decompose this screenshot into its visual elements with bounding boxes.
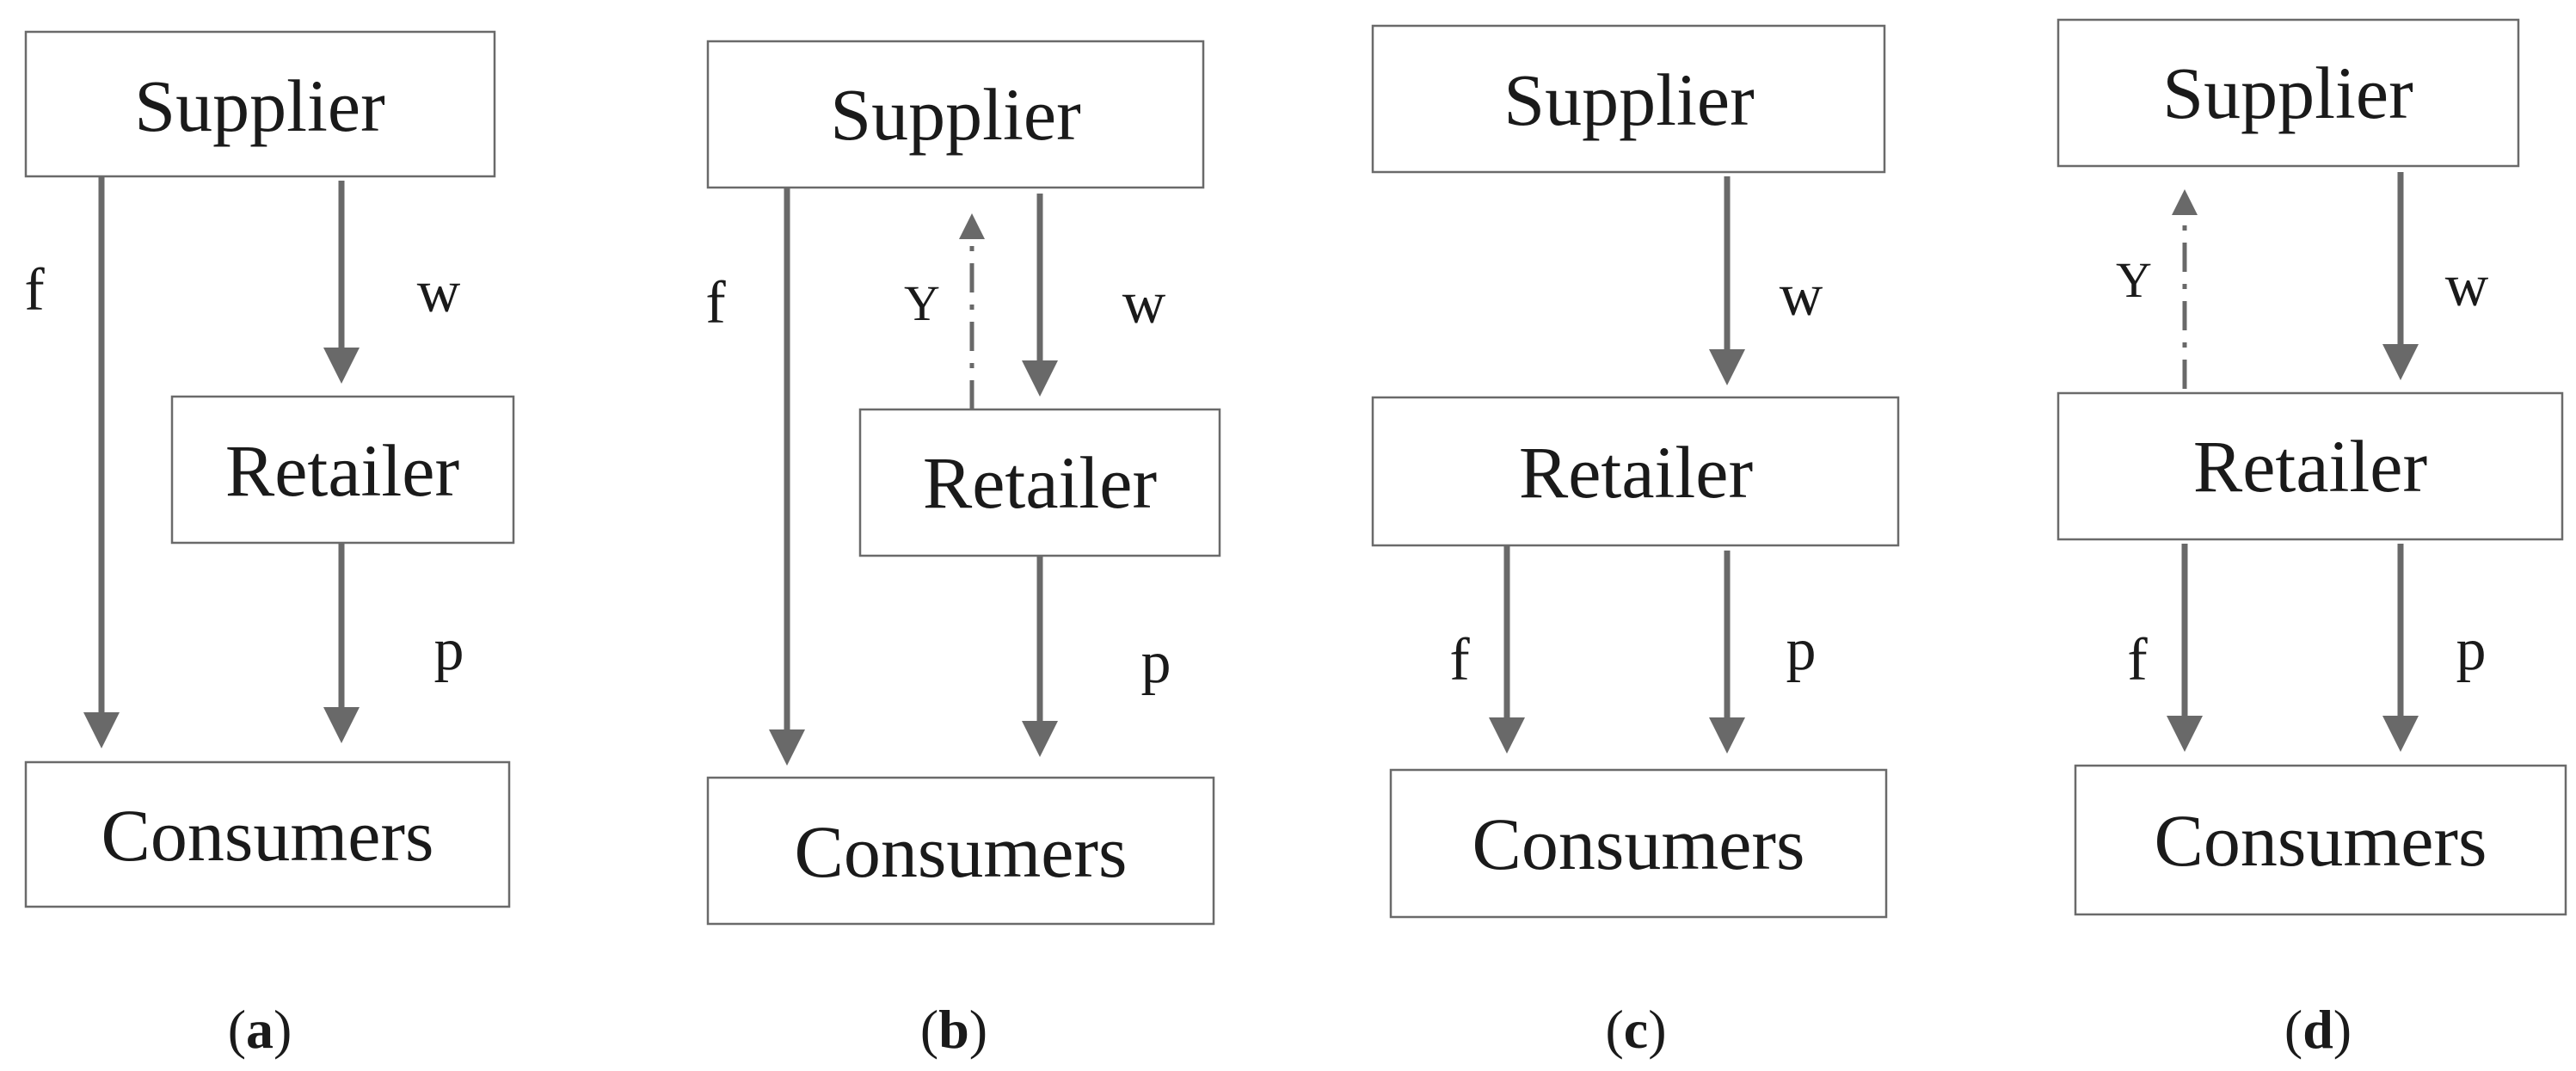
retailer-box-a [170,395,515,545]
p-label-a: p [434,617,464,683]
caption-letter-c: c [1624,999,1648,1060]
caption-b: (b) [920,999,987,1060]
caption-a: (a) [228,999,292,1060]
w-label-d: w [2445,253,2489,319]
supplier-label-c: Supplier [1503,58,1754,141]
f-label-d: f [2127,627,2148,693]
consumers-box-a [24,760,511,908]
consumers-label-d: Consumers [2155,799,2487,882]
p-label-c: p [1786,617,1817,683]
supplier-box-a [24,30,496,178]
retailer-label-c: Retailer [1519,431,1753,514]
consumers-box-c [1389,768,1888,919]
caption-letter-b: b [938,999,969,1060]
consumers-label-c: Consumers [1472,803,1805,885]
caption-letter-a: a [246,999,274,1060]
caption-c: (c) [1605,999,1666,1060]
supplier-box-d [2056,18,2520,168]
f-label-a: f [24,257,45,323]
w-label-b: w [1122,270,1166,336]
p-label-d: p [2456,617,2487,683]
panel-c: Supplier Retailer Consumers w f p (c) [1371,24,1900,1060]
consumers-label-b: Consumers [795,810,1128,893]
retailer-label-b: Retailer [923,441,1157,524]
p-label-b: p [1141,630,1171,696]
panel-b: Supplier Retailer Consumers f w p Y (b) [705,40,1221,1060]
f-label-b: f [705,270,726,336]
supplier-box-b [706,40,1205,189]
panel-a: Supplier Retailer Consumers f w p (a) [24,30,515,1060]
supplier-label-b: Supplier [830,73,1080,156]
y-label-b: Y [904,275,940,331]
supplier-box-c [1371,24,1886,174]
f-label-c: f [1449,627,1470,693]
y-label-d: Y [2116,252,2152,308]
caption-letter-d: d [2302,999,2333,1060]
retailer-box-d [2056,391,2564,541]
w-label-a: w [417,259,461,325]
consumers-box-d [2074,764,2567,916]
consumers-label-a: Consumers [101,794,434,877]
retailer-label-a: Retailer [225,429,459,512]
supplier-label-a: Supplier [134,65,384,147]
supplier-label-d: Supplier [2162,52,2413,134]
caption-d: (d) [2284,999,2352,1060]
w-label-c: w [1780,262,1823,329]
panel-d: Supplier Retailer Consumers w Y f p (d) [2056,18,2567,1060]
consumers-box-b [706,776,1215,926]
retailer-label-d: Retailer [2193,425,2427,508]
retailer-box-c [1371,396,1900,547]
